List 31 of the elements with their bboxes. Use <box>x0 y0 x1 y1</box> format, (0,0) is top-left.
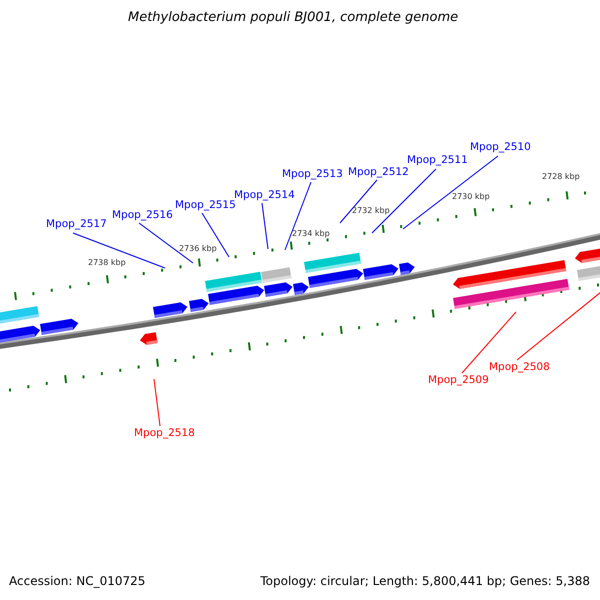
scale-label: 2736 kbp <box>179 244 217 253</box>
scale-label: 2732 kbp <box>352 206 390 215</box>
leader-line <box>516 292 600 360</box>
leader-line <box>462 312 516 374</box>
genome-info-text: Topology: circular; Length: 5,800,441 bp; Genes: 5,388 <box>260 574 590 588</box>
gene-label: Mpop_2510 <box>470 141 531 153</box>
leader-line <box>202 212 230 258</box>
leader-line <box>154 378 160 426</box>
scale-label: 2728 kbp <box>542 172 580 181</box>
gene-label: Mpop_2516 <box>112 209 173 221</box>
gene-label: Mpop_2515 <box>175 199 236 211</box>
leader-line <box>402 156 498 230</box>
leader-line <box>372 168 436 234</box>
leader-line <box>262 202 268 250</box>
gene-label: Mpop_2517 <box>46 218 107 230</box>
leader-line <box>138 222 194 264</box>
gene-label: Mpop_2518 <box>134 427 195 439</box>
diagram-title: Methylobacterium populi BJ001, complete genome <box>128 10 458 25</box>
gene-label: Mpop_2511 <box>407 154 468 166</box>
scale-label: 2734 kbp <box>292 229 330 238</box>
scale-label: 2738 kbp <box>88 258 126 267</box>
gene-label: Mpop_2513 <box>282 168 343 180</box>
leader-line <box>340 180 378 224</box>
gene-label: Mpop_2509 <box>428 374 489 386</box>
scale-label: 2730 kbp <box>452 192 490 201</box>
gene-label: Mpop_2512 <box>348 166 409 178</box>
accession-text: Accession: NC_010725 <box>9 574 146 588</box>
leader-line <box>72 232 166 268</box>
gene-label: Mpop_2514 <box>234 189 295 201</box>
gene-label: Mpop_2508 <box>489 361 550 373</box>
leader-line <box>284 182 312 250</box>
